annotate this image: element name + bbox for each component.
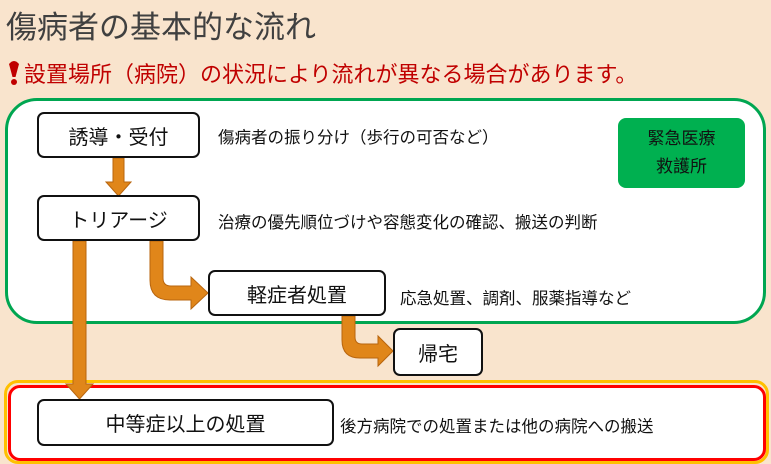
step-moderate-treatment-desc: 後方病院での処置または他の病院への搬送 [340, 417, 654, 436]
step-minor-treatment-desc: 応急処置、調剤、服薬指導など [400, 289, 631, 308]
step-reception: 誘導・受付 [37, 112, 200, 158]
exclamation-icon [9, 61, 19, 85]
arrow-triage-to-minor [149, 240, 209, 311]
step-minor-treatment: 軽症者処置 [208, 270, 386, 316]
warning-text: 設置場所（病院）の状況により流れが異なる場合があります。 [24, 63, 638, 88]
step-moderate-treatment: 中等症以上の処置 [37, 399, 334, 446]
step-triage: トリアージ [37, 195, 200, 241]
arrow-minor-to-home [341, 315, 394, 368]
step-go-home: 帰宅 [393, 328, 483, 376]
step-reception-desc: 傷病者の振り分け（歩行の可否など） [218, 128, 499, 147]
arrow-reception-to-triage [104, 157, 133, 197]
warning-note: 設置場所（病院）の状況により流れが異なる場合があります。 [8, 57, 637, 89]
page-title: 傷病者の基本的な流れ [6, 10, 316, 46]
arrow-triage-to-hospital [64, 240, 95, 400]
badge-line1: 緊急医療 [647, 129, 716, 149]
hospital-panel-outline [4, 380, 769, 464]
first-aid-station-badge: 緊急医療 救護所 [618, 118, 745, 188]
badge-line2: 救護所 [656, 157, 707, 177]
step-triage-desc: 治療の優先順位づけや容態変化の確認、搬送の判断 [218, 213, 598, 232]
